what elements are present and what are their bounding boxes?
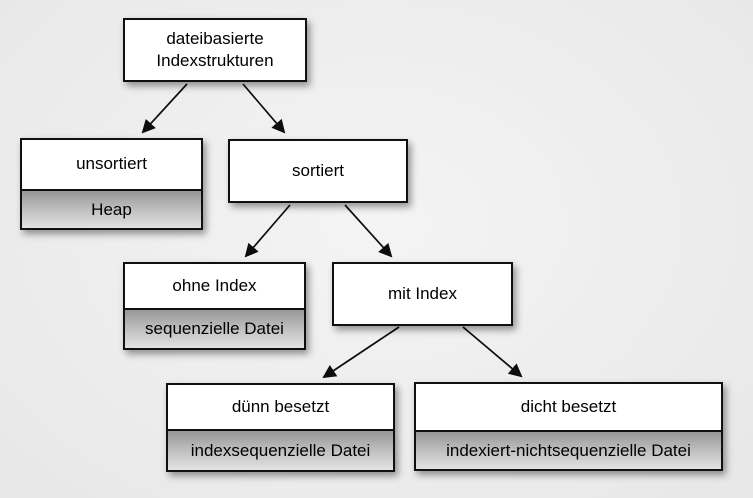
node-label: dateibasierte Indexstrukturen (125, 20, 305, 80)
node-sublabel: sequenzielle Datei (125, 308, 304, 348)
node-sublabel: indexiert-nichtsequenzielle Datei (416, 430, 721, 469)
node-dicht-besetzt: dicht besetzt indexiert-nichtsequenziell… (414, 382, 723, 471)
edge-root-unsortiert (141, 83, 188, 134)
node-sublabel: indexsequenzielle Datei (168, 429, 393, 470)
node-label: unsortiert (22, 140, 201, 189)
node-root: dateibasierte Indexstrukturen (123, 18, 307, 82)
node-ohne-index: ohne Index sequenzielle Datei (123, 262, 306, 350)
edge-sortiert-mit (344, 204, 393, 258)
node-mit-index: mit Index (332, 262, 513, 326)
node-label: ohne Index (125, 264, 304, 308)
node-sublabel: Heap (22, 189, 201, 228)
edge-sortiert-ohne (244, 204, 291, 258)
node-label: dünn besetzt (168, 385, 393, 429)
node-unsortiert: unsortiert Heap (20, 138, 203, 230)
edge-root-sortiert (242, 83, 286, 134)
node-sortiert: sortiert (228, 139, 408, 203)
node-label: mit Index (334, 264, 511, 324)
node-duenn-besetzt: dünn besetzt indexsequenzielle Datei (166, 383, 395, 472)
edge-mit-dicht (462, 326, 523, 378)
edge-mit-duenn (322, 326, 400, 379)
node-label: dicht besetzt (416, 384, 721, 430)
node-label: sortiert (230, 141, 406, 201)
